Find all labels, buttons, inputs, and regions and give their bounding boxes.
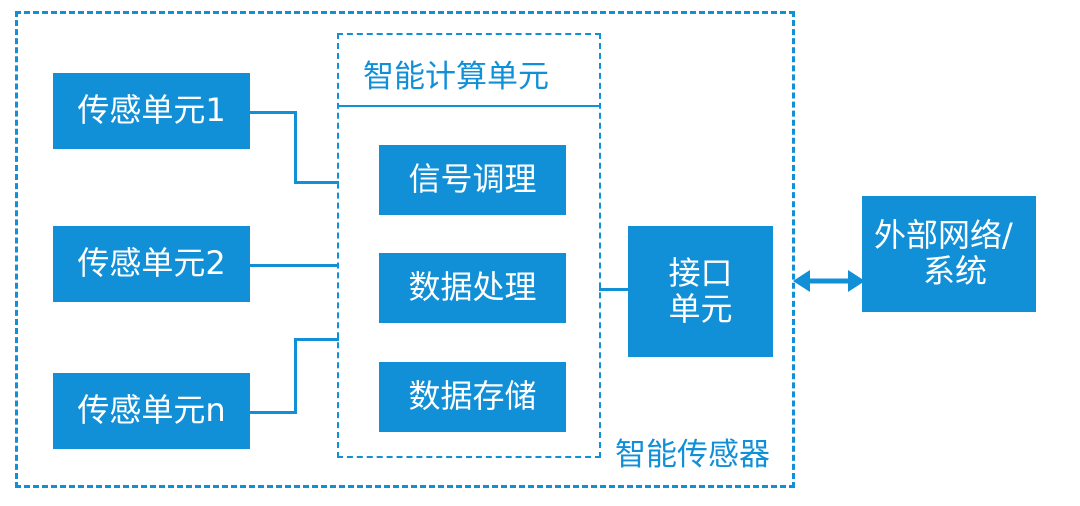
connector-sensing-2-segment-a (250, 264, 339, 267)
connector-sensing-1-segment-c (294, 181, 339, 184)
sensing-unit-2[interactable]: 传感单元2 (53, 226, 250, 302)
external-node-line-2: 系统 (922, 252, 987, 290)
connector-sensing-n-segment-a (250, 411, 297, 414)
connector-sensing-n-segment-b (294, 338, 297, 414)
sensing-unit-1[interactable]: 传感单元1 (53, 73, 250, 149)
outer-container-title: 智能传感器 (615, 437, 770, 473)
bidirectional-arrow-icon (793, 270, 865, 292)
compute-block-data-storage[interactable]: 数据存储 (379, 362, 566, 432)
external-network-system[interactable]: 外部网络/ 系统 (862, 196, 1036, 312)
connector-sensing-n-segment-c (294, 338, 339, 341)
interface-unit-line-2: 单元 (668, 289, 733, 328)
connector-sensing-1-segment-a (250, 111, 297, 114)
sensing-unit-n[interactable]: 传感单元n (53, 373, 250, 449)
interface-unit[interactable]: 接口 单元 (628, 226, 773, 357)
compute-unit-header-separator (339, 105, 599, 107)
outer-container-smart-sensor (15, 11, 795, 488)
interface-unit-line-1: 接口 (668, 253, 733, 292)
connector-sensing-1-segment-b (294, 111, 297, 184)
connector-compute-to-interface (599, 288, 630, 291)
inner-container-smart-compute-unit (337, 33, 601, 458)
compute-block-signal-conditioning[interactable]: 信号调理 (379, 145, 566, 215)
external-node-line-1: 外部网络/ (874, 216, 1013, 255)
compute-block-data-processing[interactable]: 数据处理 (379, 253, 566, 323)
inner-container-title: 智能计算单元 (363, 59, 549, 95)
